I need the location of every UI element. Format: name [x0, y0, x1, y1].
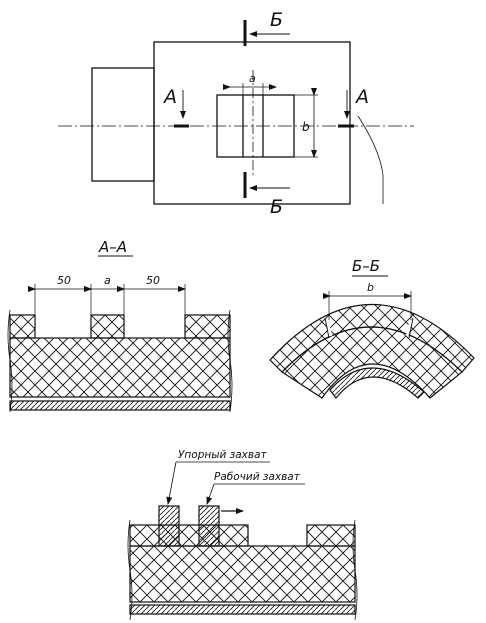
section-a-label-right: А — [354, 86, 369, 108]
bb-title: Б–Б — [352, 257, 380, 275]
section-aa — [7, 255, 233, 413]
grip-bottom-strip — [129, 604, 356, 615]
aa-break-left — [7, 309, 13, 413]
bb-dim-label: b — [367, 281, 374, 294]
stop-grip-jaw — [158, 505, 180, 547]
bb-inner-strip — [329, 367, 425, 399]
work-grip-jaw — [198, 505, 220, 547]
grip-base-hatch — [129, 545, 356, 603]
grip-top-layer-right — [306, 524, 356, 547]
dim-a-label: a — [249, 72, 256, 85]
aa-dim-right: 50 — [146, 274, 160, 287]
section-bb — [269, 275, 475, 399]
bb-cut-left-edge — [324, 317, 330, 339]
aa-top-layer-left — [9, 314, 36, 339]
section-b-label-top: Б — [270, 9, 283, 31]
dim-b-label: b — [302, 120, 310, 134]
stop-grip-label: Упорный захват — [178, 449, 268, 461]
work-grip-leader — [206, 483, 215, 505]
aa-bottom-strip — [9, 400, 231, 411]
section-b-label-bottom: Б — [270, 196, 283, 218]
left-block — [91, 67, 155, 182]
grip-break-left — [127, 519, 133, 621]
leader-curve — [357, 115, 384, 204]
grip-break-right — [352, 519, 358, 621]
bb-cut-right-edge — [408, 317, 414, 339]
aa-base-hatch — [9, 337, 231, 398]
aa-dim-mid: a — [104, 274, 111, 287]
aa-top-layer-right — [184, 314, 231, 339]
aa-break-right — [227, 309, 233, 413]
work-grip-label: Рабочий захват — [214, 471, 301, 483]
bb-cut-left — [325, 319, 333, 337]
grip-top-layer-left — [129, 524, 249, 547]
bb-main-body — [281, 326, 463, 399]
section-a-label-left: А — [162, 86, 177, 108]
stop-grip-leader — [166, 461, 177, 505]
top-view — [58, 20, 414, 205]
bb-cut-right — [405, 319, 413, 337]
main-plate — [153, 41, 351, 205]
aa-sample — [90, 314, 125, 339]
aa-title: А–А — [98, 238, 127, 256]
grip-assembly — [127, 461, 358, 621]
aa-dim-left: 50 — [57, 274, 71, 287]
